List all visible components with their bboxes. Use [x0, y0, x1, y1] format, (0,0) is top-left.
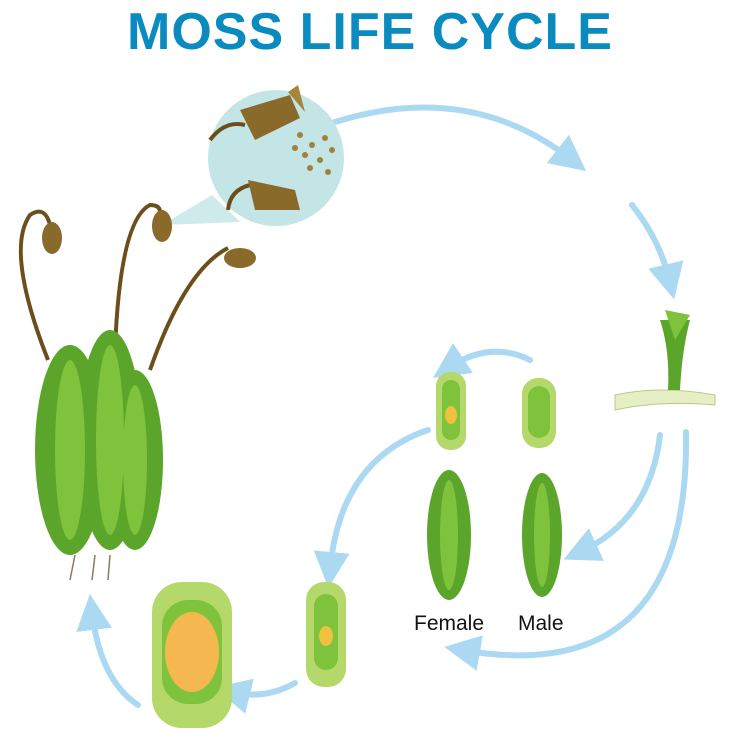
arrow-sporophyte-to-plant [76, 594, 141, 708]
developing-sporophyte [152, 582, 232, 728]
spores-icon [292, 132, 335, 175]
arrow-fertilization [433, 343, 533, 378]
cycle-arrows [76, 104, 690, 714]
mature-moss-plant [18, 202, 256, 581]
arrow-spores-release [332, 104, 587, 172]
arrow-protonema-to-female [444, 429, 690, 671]
female-plant [427, 470, 471, 600]
archegonium [436, 372, 466, 450]
protonema [614, 310, 716, 411]
zygote-archegonium [306, 582, 346, 687]
arrow-protonema-to-male [563, 432, 663, 561]
male-label: Male [518, 612, 564, 635]
arrow-female-to-zygote [313, 427, 431, 588]
antheridium [522, 378, 556, 448]
arrow-zygote-to-sporophyte [214, 678, 298, 714]
arrow-to-protonema [629, 202, 684, 300]
page-title: MOSS LIFE CYCLE [127, 3, 613, 61]
male-plant [522, 473, 562, 597]
female-label: Female [414, 612, 485, 635]
spore-capsule-magnified [162, 85, 344, 226]
